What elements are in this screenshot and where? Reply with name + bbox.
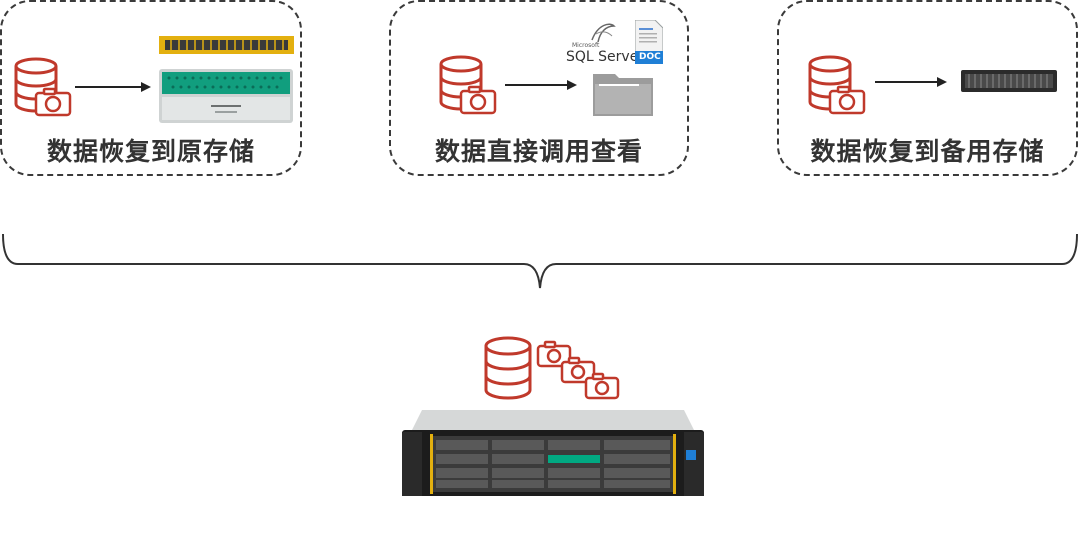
sql-server-swirl-icon — [591, 23, 616, 43]
doc-file-label: DOC — [639, 52, 661, 62]
rack-storage-icon — [961, 70, 1057, 92]
database-snapshot-icon — [808, 55, 866, 115]
database-snapshot-icon — [14, 57, 72, 117]
database-snapshot-icon — [439, 55, 497, 115]
panel-restore-backup: 数据恢复到备用存储 — [777, 0, 1078, 176]
panel-label: 数据恢复到原存储 — [46, 137, 255, 166]
folder-icon — [593, 74, 653, 116]
arrow-right-icon — [875, 77, 947, 87]
panel-label: 数据直接调用查看 — [434, 137, 643, 166]
sql-server-brand: Microsoft — [572, 42, 600, 49]
doc-file-icon — [635, 20, 663, 64]
bracket-connector — [2, 234, 1078, 289]
sql-server-name: SQL Server — [566, 49, 645, 65]
arrow-right-icon — [505, 80, 577, 90]
panel-label: 数据恢复到备用存储 — [810, 137, 1045, 166]
arrow-right-icon — [75, 82, 151, 92]
panel-restore-original: 数据恢复到原存储 — [0, 0, 302, 176]
panel-direct-access: Microsoft SQL Server DOC 数据直接调用查看 — [389, 0, 689, 176]
database-snapshots-icon — [484, 336, 620, 400]
nimble-storage-icon — [159, 69, 293, 123]
hpe-server-icon — [402, 410, 704, 496]
storage-array-yellow-icon — [159, 36, 294, 54]
sql-server-logo: Microsoft SQL Server — [566, 20, 646, 68]
